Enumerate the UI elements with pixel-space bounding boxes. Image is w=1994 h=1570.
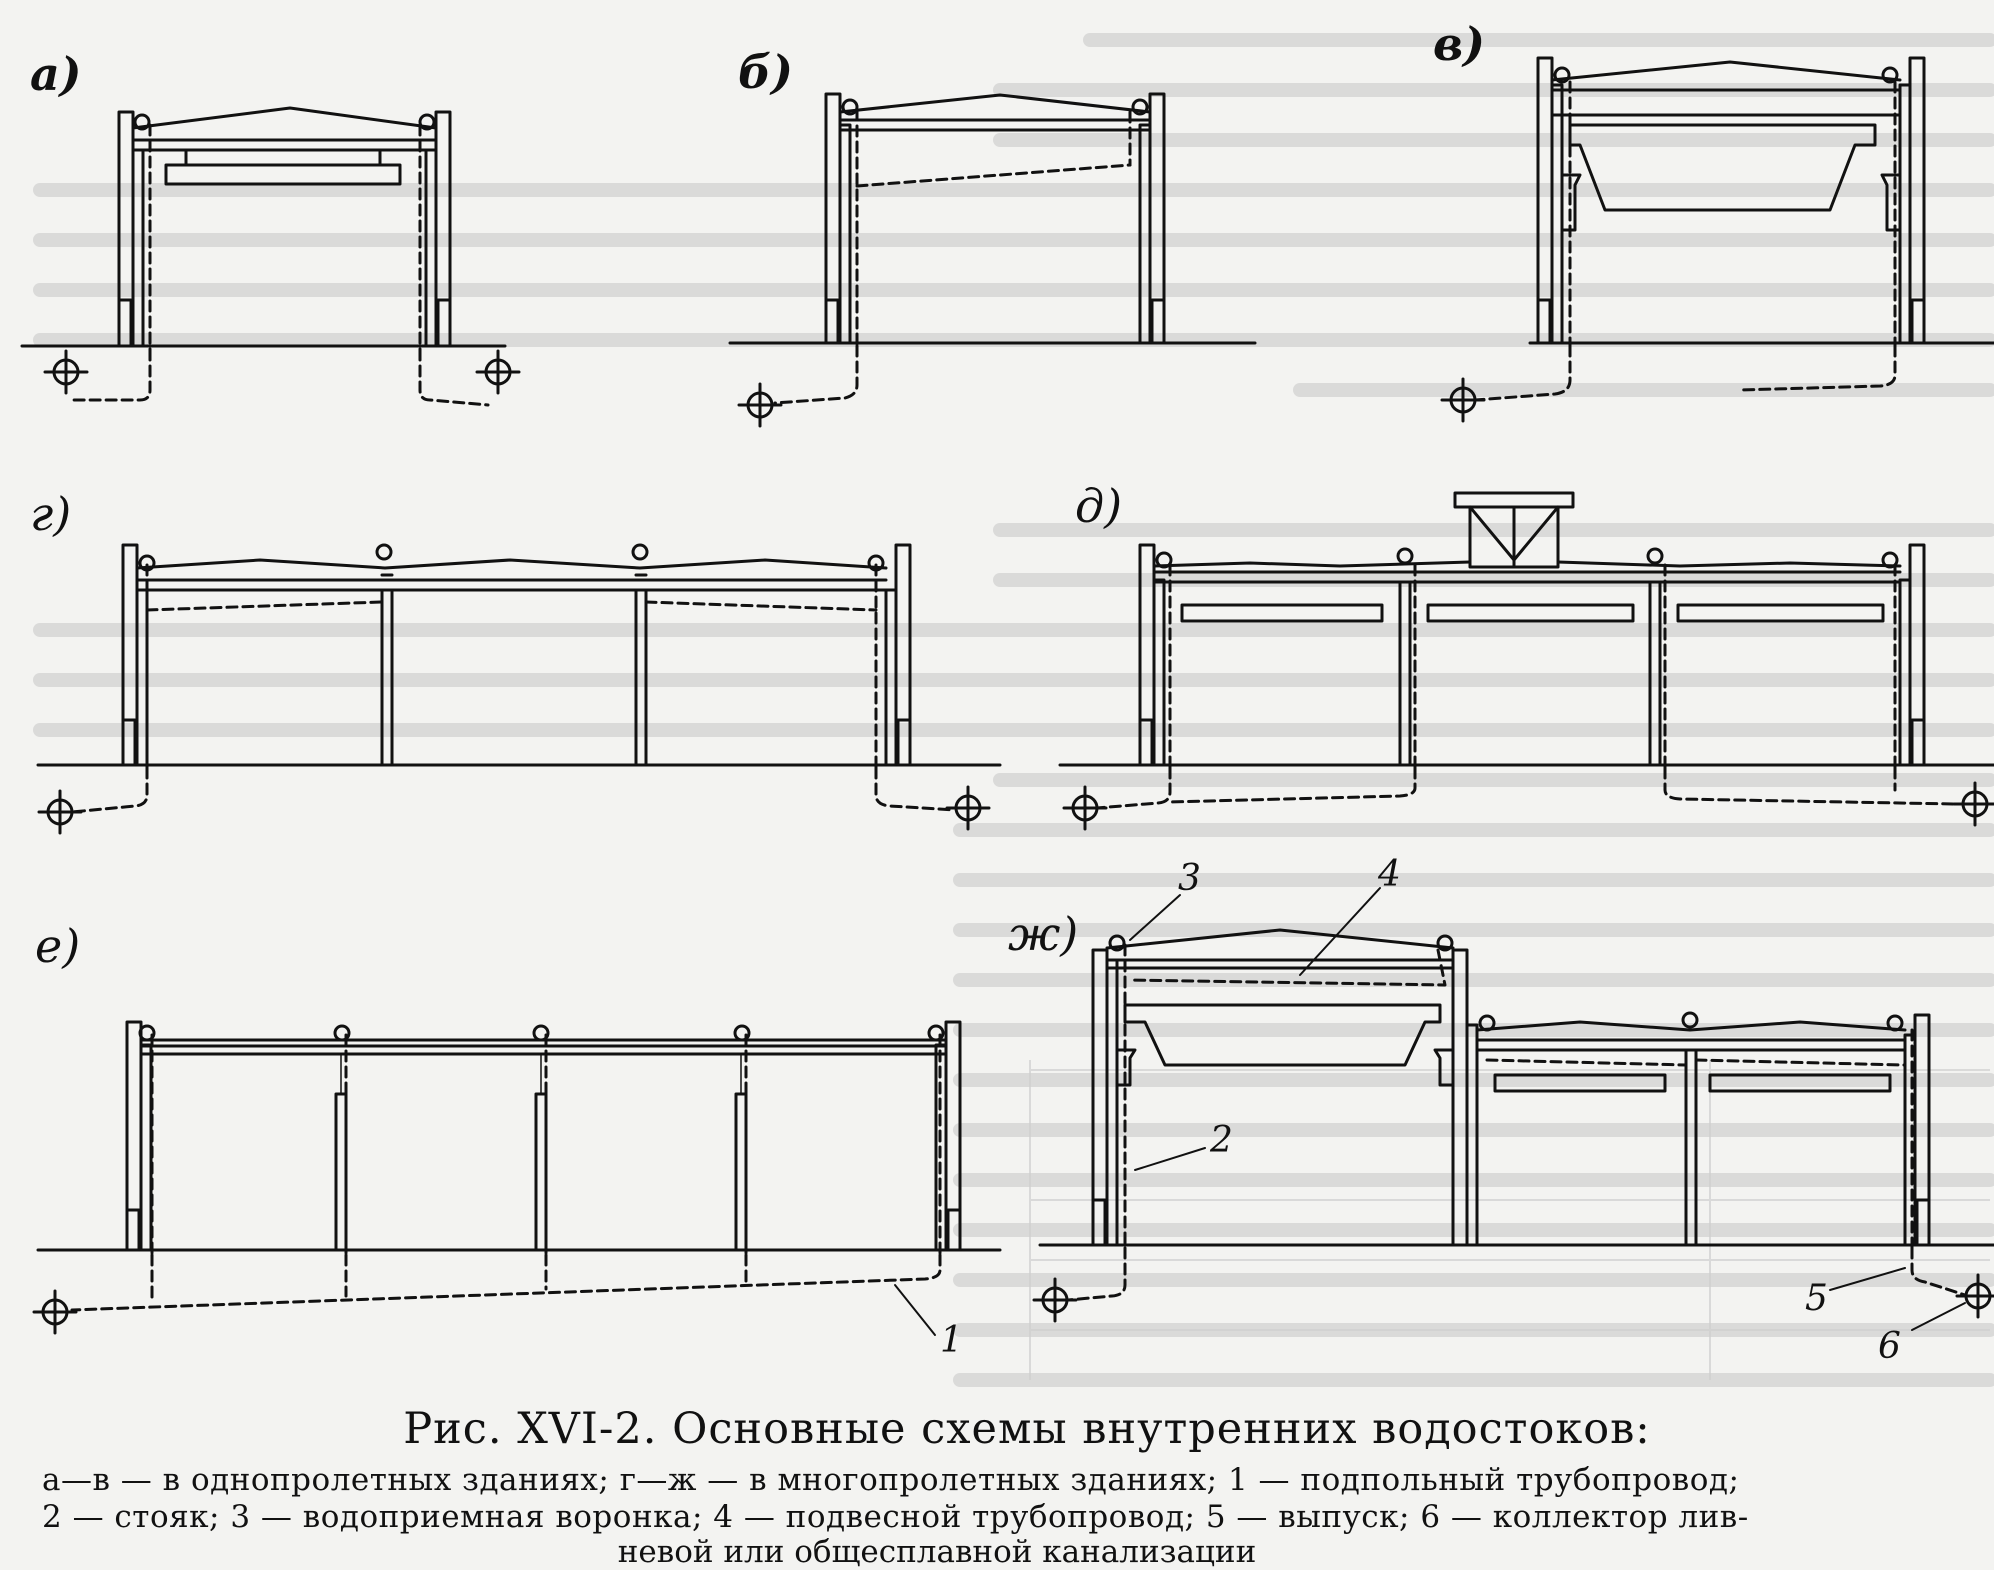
callout-2: 2 — [1209, 1120, 1233, 1161]
panel-label-d: д) — [1075, 479, 1122, 533]
callout-4: 4 — [1377, 854, 1401, 895]
panel-label-g: г) — [30, 487, 71, 541]
panel-g — [36, 543, 1002, 835]
panel-label-v: в) — [1433, 17, 1485, 71]
panel-v — [1440, 56, 1994, 423]
panel-zh — [1032, 887, 1994, 1331]
panel-d — [1058, 491, 1994, 831]
callout-6: 6 — [1878, 1326, 1901, 1367]
panel-label-e: е) — [35, 919, 80, 973]
panel-label-b: б) — [738, 45, 793, 99]
figure-caption-line-3: невой или общесплавной канализации — [617, 1534, 1257, 1570]
panel-e — [32, 1020, 1002, 1336]
panel-a — [20, 106, 521, 407]
figure-caption-line-2: 2 — стояк; 3 — водоприемная воронка; 4 —… — [42, 1499, 1749, 1535]
panel-label-zh: ж) — [1008, 907, 1078, 961]
callout-5: 5 — [1805, 1278, 1828, 1319]
callout-3: 3 — [1178, 858, 1201, 899]
panel-label-a: а) — [30, 47, 82, 101]
figure-caption-title: Рис. XVI-2. Основные схемы внутренних во… — [403, 1404, 1651, 1454]
figure-caption-line-1: а—в — в однопролетных зданиях; г—ж — в м… — [42, 1462, 1740, 1498]
panel-b — [728, 92, 1257, 428]
callout-1: 1 — [940, 1320, 963, 1361]
